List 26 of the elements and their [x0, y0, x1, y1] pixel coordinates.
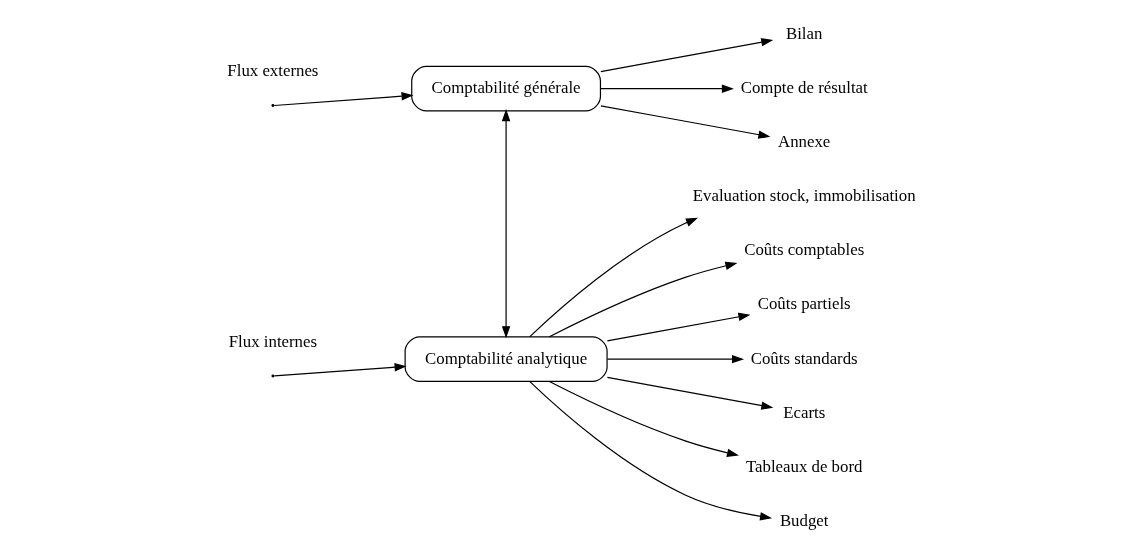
- arrow: [606, 376, 774, 410]
- arrow: [548, 261, 738, 338]
- node-text: Coûts partiels: [757, 294, 851, 314]
- arrow: [273, 92, 414, 107]
- node-text: Bilan: [785, 24, 823, 44]
- arrow: [529, 381, 773, 521]
- arrow: [600, 105, 771, 139]
- node-box: Comptabilité analytique: [404, 336, 608, 382]
- node-text: Evaluation stock, immobilisation: [692, 186, 916, 206]
- arrow: [548, 380, 739, 457]
- label: Flux internes: [228, 331, 318, 351]
- arrow: [600, 84, 734, 93]
- node-text: Ecarts: [783, 402, 826, 422]
- arrow: [606, 354, 745, 364]
- node-text: Coûts standards: [750, 348, 858, 368]
- arrow: [501, 109, 511, 339]
- node-text: Tableaux de bord: [745, 456, 863, 476]
- node-text: Coûts comptables: [744, 240, 865, 260]
- arrow: [529, 217, 698, 338]
- node-box: Comptabilité générale: [411, 65, 602, 112]
- label: Flux externes: [227, 61, 319, 81]
- node-text: Annexe: [778, 132, 831, 152]
- arrow: [606, 312, 751, 342]
- node-text: Budget: [779, 510, 829, 530]
- arrow: [600, 38, 774, 73]
- node-text: Compte de résultat: [740, 78, 868, 98]
